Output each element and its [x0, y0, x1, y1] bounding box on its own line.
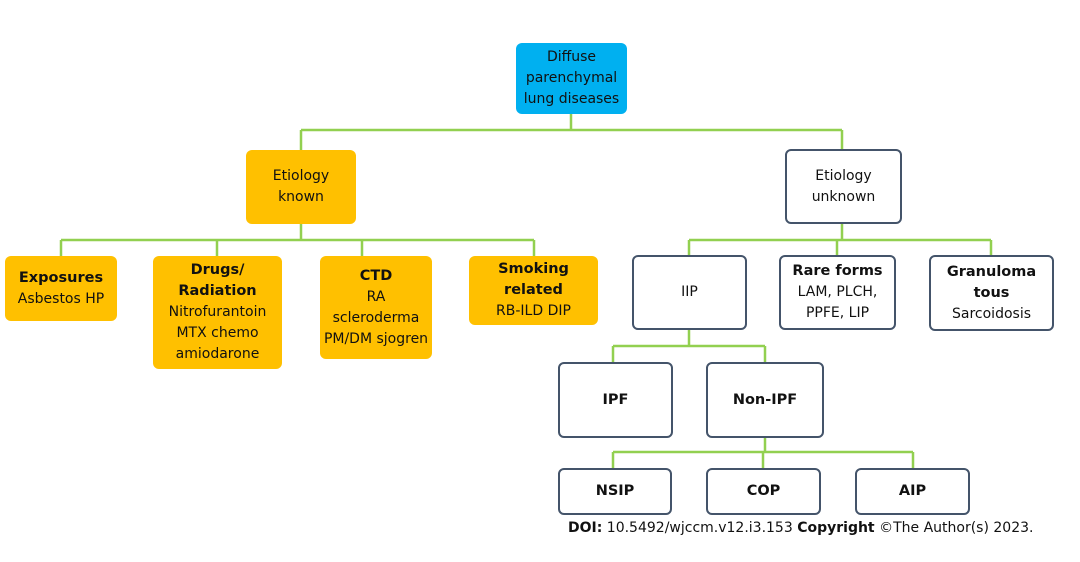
node-exposures: Exposures Asbestos HP	[5, 256, 117, 321]
node-title: tous	[973, 284, 1010, 301]
node-nsip: NSIP	[558, 468, 672, 515]
node-text-line: LAM, PLCH,	[797, 284, 878, 300]
node-title: related	[504, 282, 563, 298]
node-text-line: Etiology	[272, 168, 330, 184]
node-text-line: lung diseases	[523, 91, 620, 107]
node-text-line: MTX chemo	[176, 325, 259, 341]
node-text-line: PM/DM sjogren	[323, 330, 429, 347]
node-non-ipf: Non-IPF	[706, 362, 824, 438]
node-text-line: parenchymal	[525, 70, 618, 86]
node-text-line: Asbestos HP	[17, 290, 105, 307]
node-diffuse-parenchymal-lung-diseases: Diffuse parenchymal lung diseases	[516, 43, 627, 114]
node-iip: IIP	[632, 255, 747, 330]
node-etiology-unknown: Etiology unknown	[785, 149, 902, 224]
doi-caption: DOI: 10.5492/wjccm.v12.i3.153 Copyright …	[568, 520, 1068, 536]
node-title: Radiation	[178, 283, 257, 299]
node-text-line: IIP	[681, 284, 698, 300]
doi-value: 10.5492/wjccm.v12.i3.153	[602, 520, 798, 536]
copyright-value: ©The Author(s) 2023.	[874, 520, 1034, 536]
node-etiology-known: Etiology known	[246, 150, 356, 224]
node-title: Drugs/	[190, 262, 245, 278]
node-title: Rare forms	[792, 263, 883, 279]
node-title: COP	[746, 483, 781, 499]
doi-label: DOI:	[568, 520, 603, 536]
node-ctd: CTD RA scleroderma PM/DM sjogren	[320, 256, 432, 359]
node-title: Granuloma	[946, 263, 1037, 280]
node-text-line: unknown	[811, 188, 876, 205]
node-text-line: Diffuse	[546, 49, 597, 65]
node-text-line: Sarcoidosis	[952, 305, 1031, 322]
node-title: CTD	[359, 267, 393, 284]
node-text-line: RB-ILD DIP	[496, 303, 571, 319]
node-title: NSIP	[595, 483, 635, 499]
connector-root	[299, 114, 844, 150]
node-text-line: PPFE, LIP	[805, 305, 870, 321]
node-cop: COP	[706, 468, 821, 515]
node-title: Non-IPF	[732, 391, 798, 408]
node-text-line: scleroderma	[332, 309, 420, 326]
node-text-line: amiodarone	[175, 346, 260, 362]
node-title: Exposures	[18, 269, 104, 286]
node-text-line: Nitrofurantoin	[168, 304, 267, 320]
copyright-label: Copyright	[797, 520, 875, 536]
node-text-line: Etiology	[815, 167, 872, 184]
node-rare-forms: Rare forms LAM, PLCH, PPFE, LIP	[779, 255, 896, 330]
connector-iip	[611, 330, 767, 362]
node-drugs-radiation: Drugs/ Radiation Nitrofurantoin MTX chem…	[153, 256, 282, 369]
node-text-line: RA	[366, 288, 386, 305]
node-ipf: IPF	[558, 362, 673, 438]
node-title: IPF	[602, 391, 629, 408]
node-title: AIP	[898, 483, 927, 499]
node-text-line: known	[278, 189, 324, 205]
node-aip: AIP	[855, 468, 970, 515]
node-smoking-related: Smoking related RB-ILD DIP	[469, 256, 598, 325]
node-title: Smoking	[498, 261, 569, 277]
node-granulomatous: Granuloma tous Sarcoidosis	[929, 255, 1054, 331]
connector-unknown	[687, 224, 993, 256]
connector-known	[59, 224, 536, 256]
connector-nonipf	[611, 436, 915, 468]
